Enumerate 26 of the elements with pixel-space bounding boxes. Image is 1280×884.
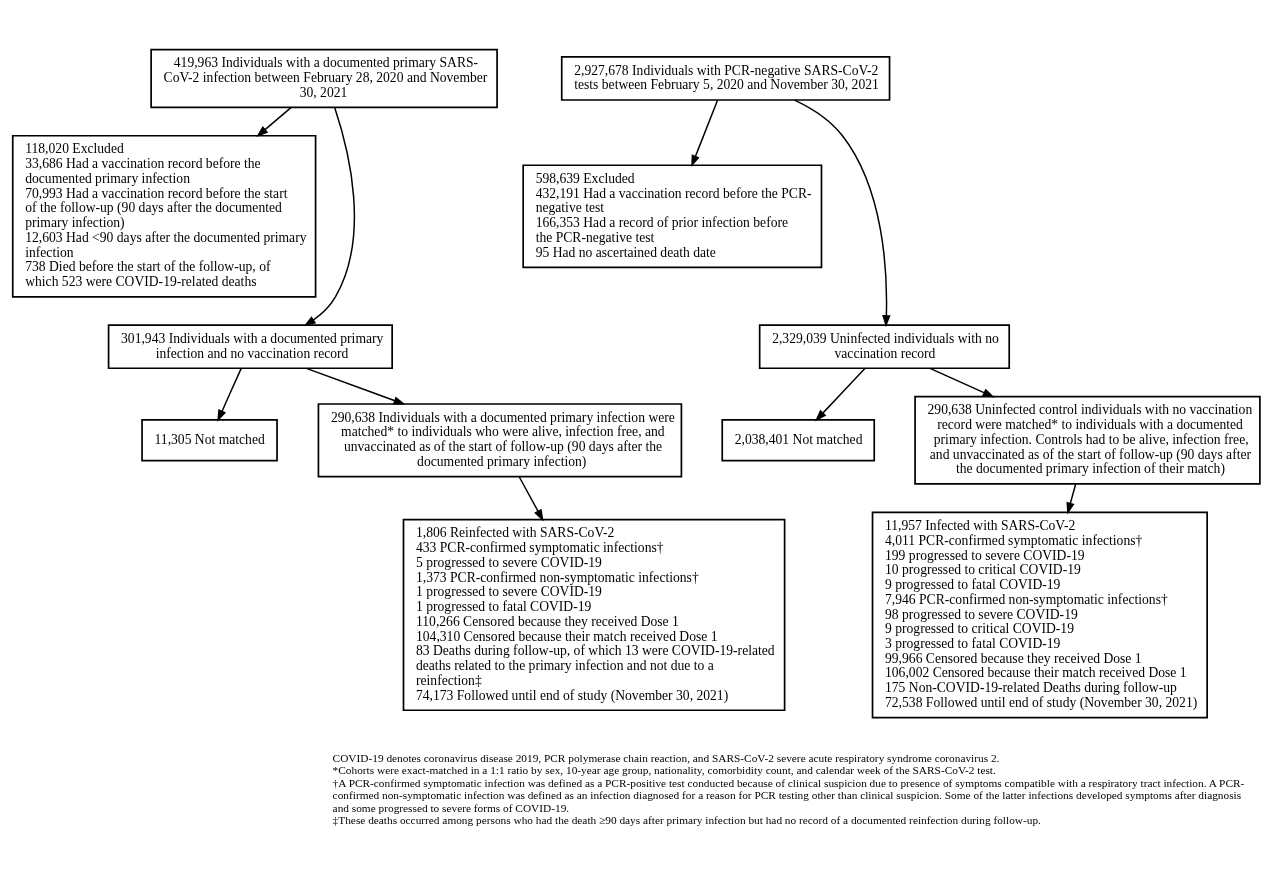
node-box: 290,638 Uninfected control individuals with no vaccination record were matched* to individuals with a documented primary infection. Controls had to be alive, infection free, and unvaccinated as of the start of follow-up (90 days after the documented primary infection of their match) xyxy=(914,395,1261,485)
node-box: 11,305 Not matched xyxy=(141,419,278,462)
node-box: 2,038,401 Not matched xyxy=(721,419,876,462)
arrow xyxy=(518,476,544,522)
node-box: 301,943 Individuals with a documented primary infection and no vaccination record xyxy=(107,324,393,370)
node-box: 1,806 Reinfected with SARS-CoV-2 433 PCR-confirmed symptomatic infections† 5 progressed to severe COVID-19 1,373 PCR-confirmed non-symptomatic infections† 1 progressed to severe COVID-19 1 progressed to fatal COVID-19 110,266 Censored because they received Dose 1 104,310 Censored because their match received Dose 1 83 Deaths during follow-up, of which 13 were COVID-19-related deaths related to the primary infection and not due to a reinfection‡ 74,173 Followed until end of study (November 30, 2021) xyxy=(402,518,786,712)
label: COVID-19 denotes coronavirus disease 2019, PCR polymerase chain reaction, and SARS-CoV-2 severe acute respiratory syndrome coronavirus 2. xyxy=(332,751,1000,764)
label: †A PCR-confirmed symptomatic infection was defined as a PCR-positive test conducted because of clinical suspicion due to presence of symptoms compatible with a respiratory tract infection. A PCR-confirmed non-symptomatic infection was defined as an infection diagnosed for a reason for PCR testing other than clinical suspicion. Some of the latter infections developed symptoms after diagnosis and some progressed to severe forms of COVID-19. xyxy=(332,776,1245,814)
node-box: 598,639 Excluded 432,191 Had a vaccination record before the PCR-negative test 166,353 Had a record of prior infection before the PCR-negative test 95 Had no ascertained death date xyxy=(522,164,823,269)
label: ‡These deaths occurred among persons who had the death ≥90 days after primary infection but had no record of a documented reinfection during follow-up. xyxy=(332,814,1041,827)
label: *Cohorts were exact-matched in a 1:1 ratio by sex, 10-year age group, nationality, comorbidity count, and calendar week of the SARS-CoV-2 test. xyxy=(332,764,996,777)
node-box: 2,927,678 Individuals with PCR-negative SARS-CoV-2 tests between February 5, 2020 and November 30, 2021 xyxy=(560,56,891,101)
arrow xyxy=(815,367,866,422)
node-box: 11,957 Infected with SARS-CoV-2 4,011 PCR-confirmed symptomatic infections† 199 progressed to severe COVID-19 10 progressed to critical COVID-19 9 progressed to fatal COVID-19 7,946 PCR-confirmed non-symptomatic infections† 98 progressed to severe COVID-19 9 progressed to critical COVID-19 3 progressed to fatal COVID-19 99,966 Censored because they received Dose 1 106,002 Censored because their match received Dose 1 175 Non-COVID-19-related Deaths during follow-up 72,538 Followed until end of study (November 30, 2021) xyxy=(871,511,1208,719)
arrow xyxy=(217,367,242,422)
arrow xyxy=(691,99,719,168)
node-box: 118,020 Excluded 33,686 Had a vaccination record before the documented primary infection 70,993 Had a vaccination record before the start of the follow-up (90 days after the documented primary infection) 12,603 Had <90 days after the documented primary infection 738 Died before the start of the follow-up, of which 523 were COVID-19-related deaths xyxy=(11,134,317,298)
node-box: 290,638 Individuals with a documented primary infection were matched* to individuals who were alive, infection free, and unvaccinated as of the start of follow-up (90 days after the documented primary infection) xyxy=(317,403,683,478)
arrow xyxy=(303,106,356,327)
arrow xyxy=(793,99,891,328)
arrow xyxy=(1066,483,1077,515)
node-box: 2,329,039 Uninfected individuals with no vaccination record xyxy=(758,324,1011,370)
arrow xyxy=(256,106,292,138)
node-box: 419,963 Individuals with a documented primary SARS-CoV-2 infection between February 28, 2020 and November 30, 2021 xyxy=(150,48,498,109)
arrow xyxy=(305,367,406,405)
arrow xyxy=(929,367,995,398)
